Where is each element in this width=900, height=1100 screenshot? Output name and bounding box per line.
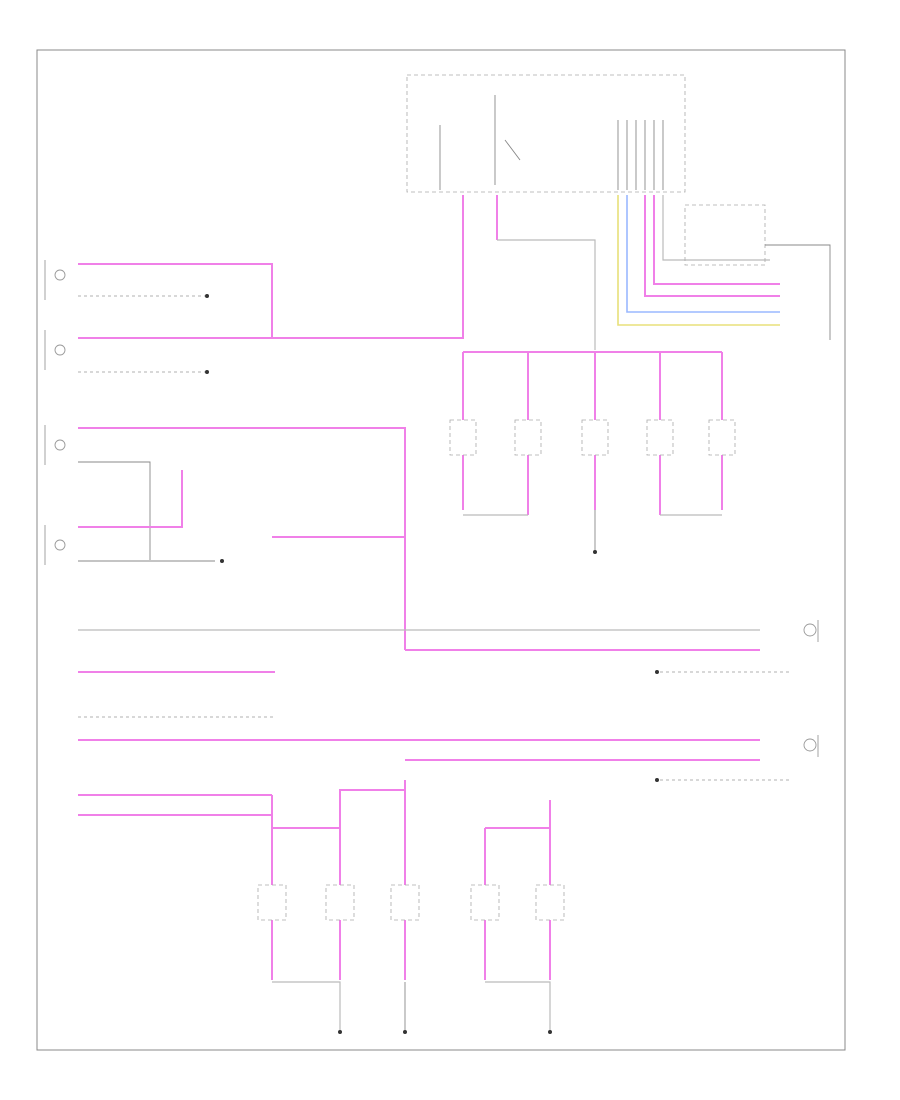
ground-point-2 bbox=[205, 370, 209, 374]
module-internal-switch bbox=[504, 139, 521, 161]
lamp-left-middle bbox=[44, 330, 66, 370]
wire-lamp-lower-ground bbox=[78, 461, 151, 560]
wire-output-blue bbox=[626, 195, 780, 313]
wire-output-yellow bbox=[617, 195, 780, 326]
lamp-right-lower bbox=[803, 735, 819, 757]
ground-point-9 bbox=[548, 1030, 552, 1034]
wire-module-ground-drop bbox=[497, 239, 596, 350]
wire-output-pink-2 bbox=[653, 195, 780, 285]
wire-right-connector-ground bbox=[765, 244, 831, 340]
wire-bottom-bus bbox=[271, 789, 405, 829]
module-output-pins bbox=[617, 120, 664, 190]
wire-output-pink-1 bbox=[644, 195, 780, 297]
lamp-left-lower bbox=[44, 425, 66, 465]
lamp-right-upper bbox=[803, 620, 819, 642]
lower-lamp-row bbox=[257, 800, 565, 980]
diagram-border bbox=[36, 49, 846, 1051]
wire-bottom-ground-right bbox=[485, 981, 551, 1030]
ground-point-8 bbox=[403, 1030, 407, 1034]
upper-lamp-row bbox=[449, 352, 736, 515]
wire-lamp-upper-feed bbox=[78, 263, 273, 338]
lamp-left-upper bbox=[44, 260, 66, 300]
wire-bottom-ground-left bbox=[272, 981, 341, 1030]
right-connector-box bbox=[684, 204, 766, 266]
ground-point-5 bbox=[655, 670, 659, 674]
lamp-left-bottom bbox=[44, 525, 66, 565]
ground-point-1 bbox=[205, 294, 209, 298]
ground-point-4 bbox=[593, 550, 597, 554]
wire-lamp-bottom-feed bbox=[78, 470, 183, 528]
wire-lamp-lower-feed bbox=[78, 427, 406, 650]
central-module-box bbox=[406, 74, 686, 193]
wire-bottom-bus-far bbox=[485, 800, 551, 829]
wire-output-gray bbox=[662, 195, 770, 261]
ground-point-6 bbox=[655, 778, 659, 782]
ground-point-3 bbox=[220, 559, 224, 563]
wire-module-feed-left bbox=[272, 195, 464, 339]
ground-point-7 bbox=[338, 1030, 342, 1034]
